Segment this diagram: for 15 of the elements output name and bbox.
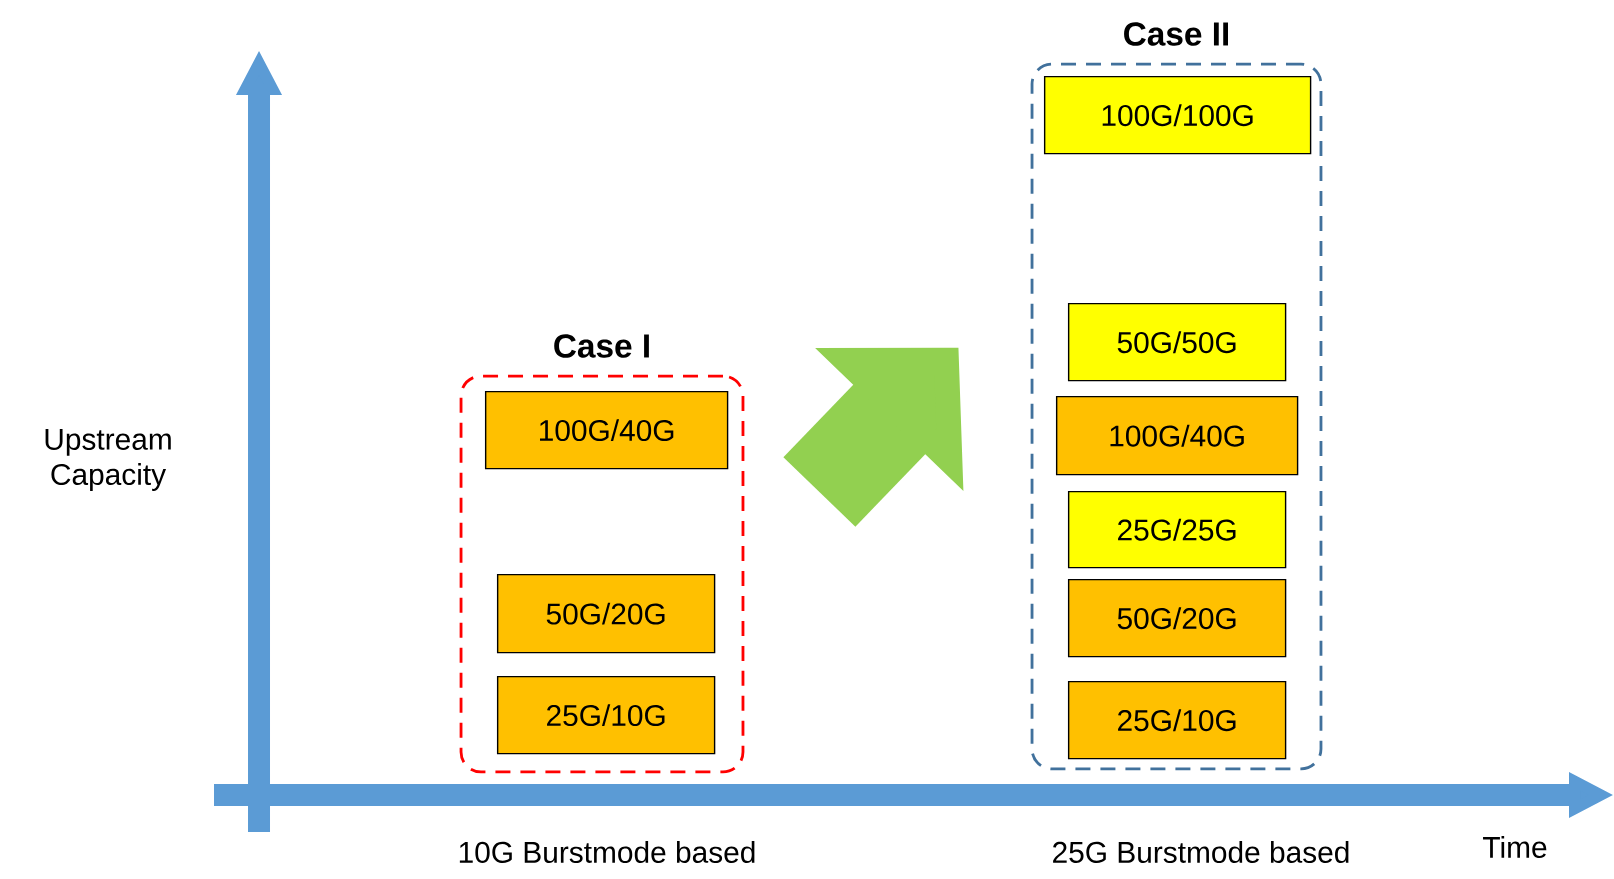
capacity-box: 50G/50G (1067, 302, 1287, 382)
capacity-box: 25G/10G (1067, 680, 1287, 760)
axis-label: Upstream Capacity (45, 429, 171, 491)
axis-label: 10G Burstmode based (459, 841, 755, 863)
capacity-box: 25G/25G (1067, 490, 1287, 569)
axis-label: 25G Burstmode based (1053, 841, 1349, 863)
group-heading: Case I (554, 334, 649, 358)
group-heading: Case II (1124, 22, 1229, 46)
capacity-box: 50G/20G (1067, 578, 1287, 658)
capacity-box: 100G/40G (484, 390, 729, 470)
capacity-box: 100G/100G (1043, 75, 1312, 155)
capacity-box: 100G/40G (1055, 395, 1299, 476)
capacity-box: 25G/10G (496, 675, 716, 755)
axis-label: Time (1483, 836, 1547, 858)
capacity-box: 50G/20G (496, 573, 716, 654)
